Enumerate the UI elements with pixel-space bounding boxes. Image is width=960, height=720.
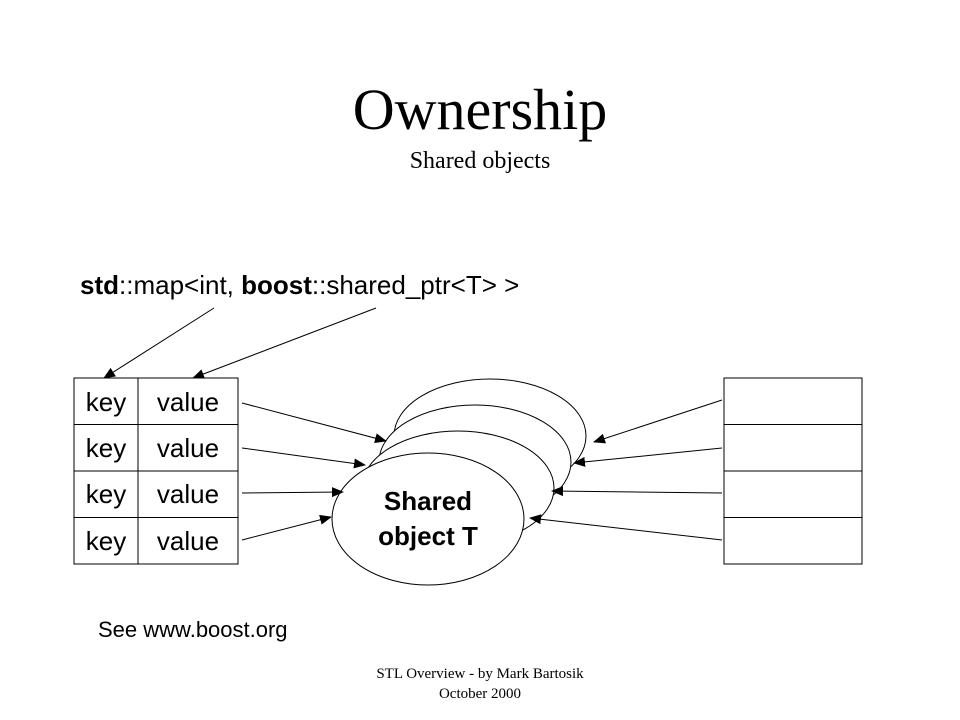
key-cell: key bbox=[86, 526, 126, 556]
shared-object-label: Shared bbox=[384, 486, 472, 516]
pointer-to-object-arrow bbox=[593, 399, 723, 444]
slide-subtitle: Shared objects bbox=[409, 148, 551, 174]
slide-title: Ownership bbox=[352, 77, 608, 142]
pointer-to-object-arrow bbox=[573, 447, 723, 467]
value-to-object-arrow bbox=[241, 402, 387, 444]
shared-object-label: object T bbox=[378, 521, 478, 551]
pointer-to-object-arrow bbox=[551, 486, 723, 497]
footer-author: STL Overview - by Mark Bartosik bbox=[376, 666, 584, 682]
pointer-array bbox=[723, 377, 863, 565]
key-pointer-arrow bbox=[103, 307, 215, 379]
value-to-object-arrow bbox=[241, 447, 366, 469]
table-row: key value bbox=[86, 479, 219, 509]
code-namespace-boost: boost bbox=[241, 270, 312, 300]
value-cell: value bbox=[157, 526, 219, 556]
value-cell: value bbox=[157, 479, 219, 509]
shared-object-ellipse bbox=[331, 452, 525, 586]
value-to-object-arrow bbox=[241, 514, 332, 541]
pointer-to-object-arrow bbox=[529, 514, 723, 541]
value-cell: value bbox=[157, 387, 219, 417]
value-pointer-arrow bbox=[192, 307, 377, 379]
code-map-part: ::map<int, bbox=[119, 270, 242, 300]
key-cell: key bbox=[86, 479, 126, 509]
footer-date: October 2000 bbox=[438, 686, 522, 702]
key-cell: key bbox=[86, 387, 126, 417]
map-table: key value key value key value key value bbox=[73, 377, 239, 565]
code-shared-ptr-part: ::shared_ptr<T> > bbox=[311, 270, 520, 300]
value-to-object-arrow bbox=[241, 487, 344, 498]
table-row: key value bbox=[86, 526, 219, 556]
boost-reference-text: See www.boost.org bbox=[98, 617, 288, 642]
table-row: key value bbox=[86, 387, 219, 417]
shared-object-stack: Shared object T bbox=[331, 378, 587, 586]
table-row: key value bbox=[86, 433, 219, 463]
code-namespace-std: std bbox=[80, 270, 119, 300]
value-cell: value bbox=[157, 433, 219, 463]
key-cell: key bbox=[86, 433, 126, 463]
code-declaration: std::map<int, boost::shared_ptr<T> > bbox=[80, 268, 519, 302]
slide-footer: STL Overview - by Mark Bartosik October … bbox=[0, 664, 960, 704]
